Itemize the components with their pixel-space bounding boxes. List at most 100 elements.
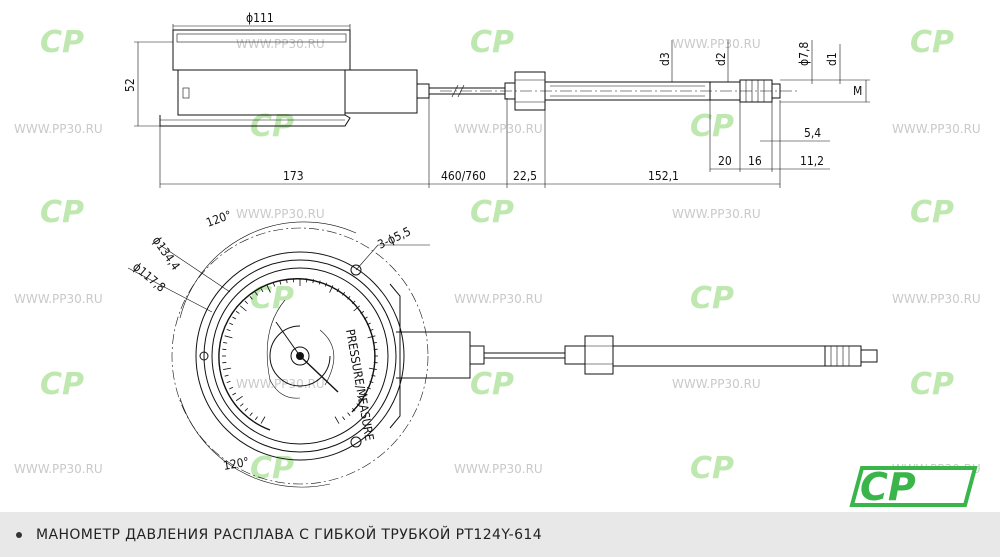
needle-hub <box>290 346 310 366</box>
dim-diameter-111: ϕ111 <box>246 11 274 25</box>
dial-tick <box>352 408 356 412</box>
dial-tick <box>249 295 253 300</box>
dial-tick <box>334 416 340 424</box>
inner-scale-arc <box>269 325 331 387</box>
watermark-logo: CP <box>470 195 514 230</box>
dial-tick <box>371 374 376 377</box>
dial-tick <box>347 412 351 417</box>
dim-length-460-760: 460/760 <box>441 169 486 183</box>
dial-tick <box>336 288 340 293</box>
watermark-url: WWW.PP30.RU <box>892 292 981 306</box>
needle-pivot <box>296 352 304 360</box>
dial-tick <box>367 335 376 339</box>
mounting-hole <box>350 436 362 448</box>
dial-label: PRESSURE/MEASURE <box>343 328 376 442</box>
dim-holes-3x5-5: 3-ϕ5,5 <box>375 224 413 251</box>
dial-tick <box>353 305 361 312</box>
bezel-ring <box>203 259 397 453</box>
dial-tick <box>266 285 271 293</box>
dial-tick <box>235 395 243 402</box>
dial-tick <box>235 310 240 314</box>
dim-length-22-5: 22,5 <box>513 169 537 183</box>
mounting-hole <box>350 264 362 276</box>
dial-tick <box>226 328 231 332</box>
dial-tick <box>244 300 248 304</box>
fitting-nut-small <box>564 345 586 365</box>
neck-connector <box>416 83 430 99</box>
dim-angle-bottom: 120° <box>222 455 250 473</box>
dim-length-5-4: 5,4 <box>804 126 821 140</box>
watermark-url: WWW.PP30.RU <box>672 37 761 51</box>
dial-tick <box>357 395 365 402</box>
dial-tick <box>369 380 374 384</box>
housing-outer <box>195 251 405 461</box>
front-view: PRESSURE/MEASURE ϕ134,4 ϕ117,8 120° 120°… <box>127 208 878 488</box>
dial-tick <box>372 342 377 344</box>
dim-thread-m: M <box>853 84 862 98</box>
watermark-logo: CP <box>910 367 954 402</box>
fitting-nut <box>584 335 614 375</box>
dial-tick <box>223 342 228 344</box>
dial-tick <box>260 288 264 293</box>
dial-tick <box>239 305 247 312</box>
dim-diameter-7-8: ϕ7,8 <box>797 42 811 66</box>
probe-stem <box>612 345 826 367</box>
watermark-logo: CP <box>690 281 734 316</box>
watermark-url: WWW.PP30.RU <box>672 207 761 221</box>
dial-tick <box>318 280 321 285</box>
watermark-logo: CP <box>40 25 84 60</box>
watermark-logo: CP <box>910 195 954 230</box>
dial-face <box>211 267 389 445</box>
dial-tick <box>363 316 368 320</box>
logo-frame <box>849 466 978 507</box>
dial-tick <box>224 374 229 377</box>
dim-length-152-1: 152,1 <box>648 169 679 183</box>
scale-detail <box>319 329 335 386</box>
gauge-neck <box>396 331 471 379</box>
dial-tick <box>244 408 248 412</box>
watermark-logo: CP <box>690 109 734 144</box>
dial-tick <box>254 291 258 296</box>
dial-tick <box>360 310 365 314</box>
dial-tick <box>249 412 253 417</box>
dial-tick <box>356 403 361 407</box>
dim-d3: d3 <box>658 52 672 66</box>
bullet-icon <box>16 531 22 538</box>
watermark-logo: CP <box>250 281 294 316</box>
side-screw <box>182 87 190 99</box>
dial-tick <box>239 403 244 407</box>
dim-diameter-117-8: ϕ117,8 <box>130 260 168 295</box>
watermark-logo: CP <box>250 451 294 486</box>
housing-flat-side <box>389 283 401 429</box>
probe-tip <box>860 349 878 363</box>
dial-tick <box>254 416 258 421</box>
dial-tick <box>363 392 368 396</box>
brand-logo: CP <box>849 465 978 509</box>
watermark-logo: CP <box>910 25 954 60</box>
watermark-url: WWW.PP30.RU <box>454 462 543 476</box>
dial-tick <box>229 322 234 326</box>
watermark-url: WWW.PP30.RU <box>236 377 325 391</box>
dial-tick <box>366 386 371 390</box>
dial-tick <box>369 328 374 332</box>
watermark-url: WWW.PP30.RU <box>236 207 325 221</box>
dial-tick <box>224 335 233 339</box>
side-view: ϕ111 52 173 460/760 22,5 152,1 20 16 11,… <box>123 11 870 188</box>
gauge-neck <box>344 69 418 114</box>
watermark-url: WWW.PP30.RU <box>454 292 543 306</box>
logo-text: CP <box>860 465 916 509</box>
dim-length-16: 16 <box>748 154 762 168</box>
dial-tick <box>229 386 234 390</box>
dial-tick <box>368 367 377 370</box>
caption-bar: МАНОМЕТР ДАВЛЕНИЯ РАСПЛАВА С ГИБКОЙ ТРУБ… <box>0 512 1000 557</box>
dial-ticks <box>222 278 378 424</box>
gauge-housing <box>172 29 351 71</box>
angle-arc-bottom <box>179 397 331 488</box>
dial-tick <box>352 300 356 304</box>
dial-tick <box>232 316 237 320</box>
bolt-circle <box>171 227 429 485</box>
needle-tail <box>275 321 301 357</box>
watermark-url: WWW.PP30.RU <box>14 122 103 136</box>
caption-title: МАНОМЕТР ДАВЛЕНИЯ РАСПЛАВА С ГИБКОЙ ТРУБ… <box>36 526 543 543</box>
dim-length-20: 20 <box>718 154 732 168</box>
